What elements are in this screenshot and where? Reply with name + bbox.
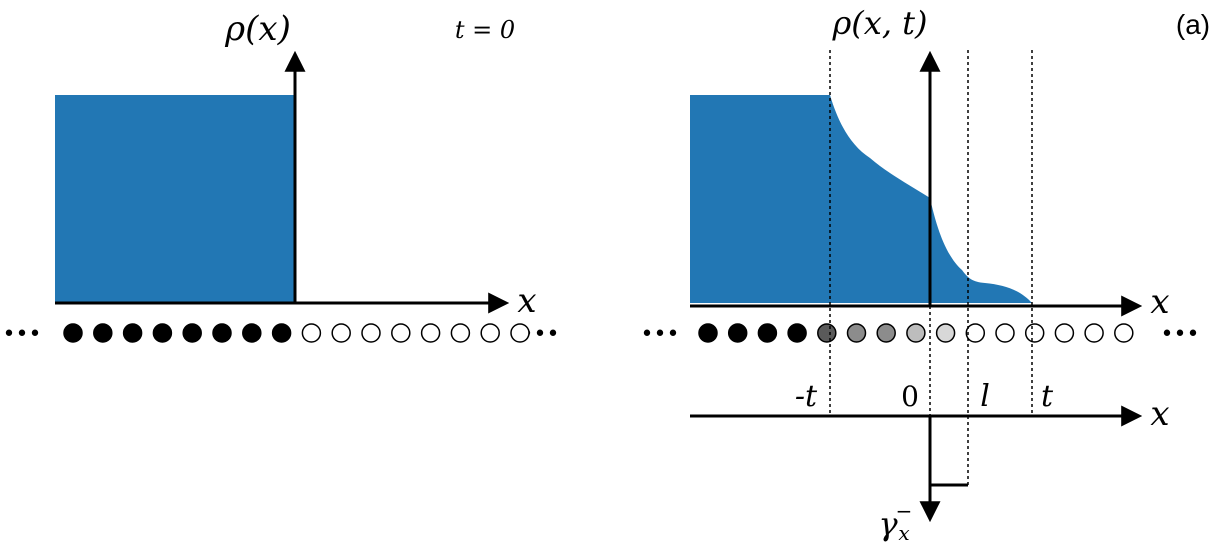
gamma-superscript: −	[896, 499, 913, 523]
lattice-site-empty	[301, 323, 322, 343]
bottom-axis-group: x -t 0 l t γ − x	[690, 379, 1170, 543]
panel-label: (a)	[1176, 9, 1210, 40]
lattice-site-filled	[271, 323, 292, 343]
lattice-site-empty	[420, 323, 441, 343]
lattice-site-gray-mid	[876, 323, 896, 343]
lattice-site-empty	[1054, 323, 1075, 343]
lattice-site-empty	[1024, 323, 1045, 343]
gamma-subscript: x	[898, 521, 909, 543]
lattice-site-filled	[757, 323, 778, 343]
lattice-site-empty	[391, 323, 411, 343]
lattice-site-empty	[331, 323, 351, 343]
lattice-site-filled	[122, 323, 143, 343]
lattice-site-empty	[510, 323, 530, 343]
right-x-label: x	[1150, 282, 1169, 322]
lattice-site-filled	[63, 323, 83, 343]
lattice-site-filled	[182, 323, 202, 343]
lattice-site-empty	[480, 323, 500, 343]
left-panel: ρ(x) t = 0 x ••• •••	[3, 9, 560, 347]
left-density-block	[55, 95, 295, 303]
lattice-site-gray-dark	[817, 323, 837, 343]
lattice-site-filled	[727, 323, 748, 343]
left-time-label: t = 0	[455, 16, 515, 44]
lattice-site-gray-lighter	[935, 323, 956, 343]
lattice-site-filled	[93, 323, 113, 343]
left-y-label: ρ(x)	[224, 9, 291, 49]
tick-label-t: t	[1041, 379, 1054, 414]
lattice-site-gray-light	[906, 323, 926, 343]
right-density-profile	[690, 95, 1032, 303]
lattice-site-empty	[1084, 323, 1104, 343]
tick-label-l: l	[980, 379, 990, 414]
lattice-site-filled	[787, 323, 807, 343]
lattice-site-filled	[152, 323, 173, 343]
right-ellipsis-right: •••	[1161, 322, 1200, 347]
right-lattice-sites	[698, 323, 1134, 343]
lattice-site-filled	[242, 323, 262, 343]
lattice-site-empty	[965, 323, 986, 343]
gamma-label: γ	[878, 505, 898, 543]
lattice-site-empty	[1114, 323, 1134, 343]
left-ellipsis-left: •••	[3, 322, 42, 347]
bottom-x-label: x	[1150, 394, 1169, 434]
lattice-site-empty	[995, 323, 1015, 343]
tick-label-minus-t: -t	[795, 379, 818, 414]
left-lattice-sites	[63, 323, 530, 343]
lattice-site-filled	[698, 323, 718, 343]
right-panel: ρ(x, t) (a) x ••• •••	[641, 4, 1210, 485]
left-x-label: x	[517, 281, 536, 321]
lattice-site-empty	[361, 323, 381, 343]
lattice-site-empty	[450, 323, 471, 343]
tick-label-zero: 0	[901, 380, 919, 413]
right-ellipsis-left: •••	[641, 322, 680, 347]
lattice-site-filled	[212, 323, 232, 343]
lattice-site-gray-mid	[846, 323, 867, 343]
right-y-label: ρ(x, t)	[831, 4, 927, 42]
